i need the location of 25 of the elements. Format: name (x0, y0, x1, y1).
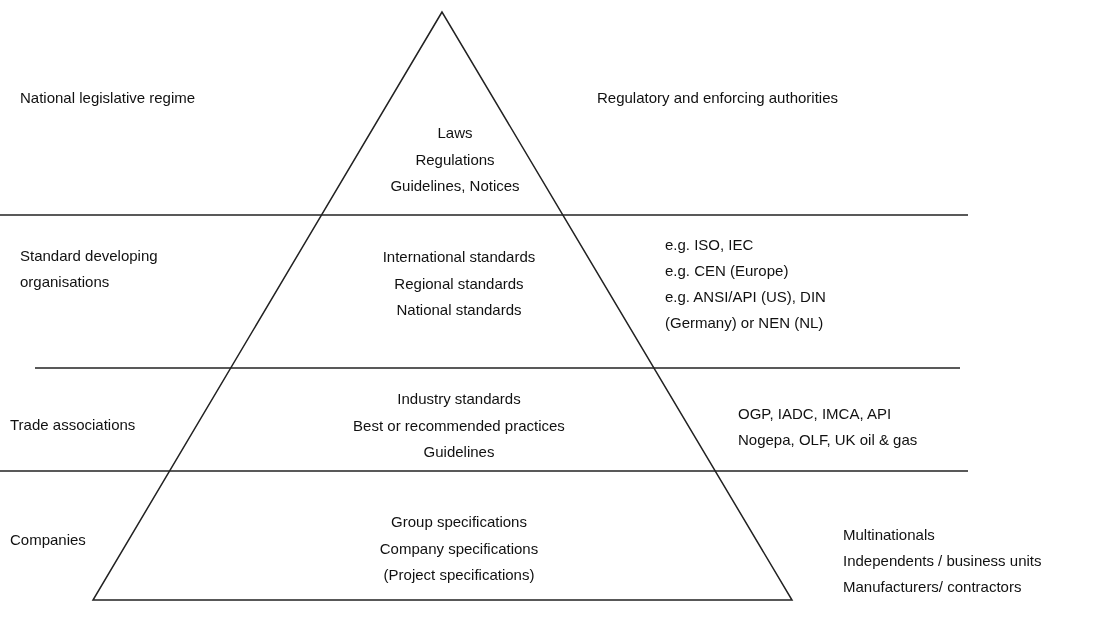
tier-text: Guidelines, Notices (389, 176, 521, 196)
category-label: Trade associations (10, 415, 136, 435)
tier-text: Regional standards (393, 273, 525, 294)
tier-text: Group specifications (390, 512, 528, 532)
tier-text: International standards (381, 247, 537, 267)
category-label: Companies (10, 530, 86, 550)
example-text: e.g. ANSI/API (US), DIN (Germany) or NEN (NL) (665, 287, 827, 333)
tier-text: Guidelines (422, 442, 496, 462)
tier-text: (Project specifications) (382, 565, 536, 585)
tier-text: Regulations (414, 149, 496, 170)
tier-text: National standards (395, 300, 523, 320)
category-label: National legislative regime (20, 88, 196, 108)
tier-text: Industry standards (396, 389, 522, 409)
example-text: Nogepa, OLF, UK oil & gas (738, 430, 918, 450)
authority-label: Regulatory and enforcing authorities (597, 88, 838, 108)
tier-text: Best or recommended practices (352, 415, 566, 436)
tier-text: Company specifications (378, 538, 540, 559)
category-label: Standard developing organisations (20, 246, 159, 292)
example-text: Independents / business units (843, 551, 1042, 571)
example-text: e.g. CEN (Europe) (665, 261, 789, 281)
example-text: e.g. ISO, IEC (665, 235, 754, 255)
example-text: OGP, IADC, IMCA, API (738, 404, 892, 424)
tier-text: Laws (436, 123, 474, 143)
example-text: Manufacturers/ contractors (843, 577, 1022, 597)
example-text: Multinationals (843, 525, 935, 545)
